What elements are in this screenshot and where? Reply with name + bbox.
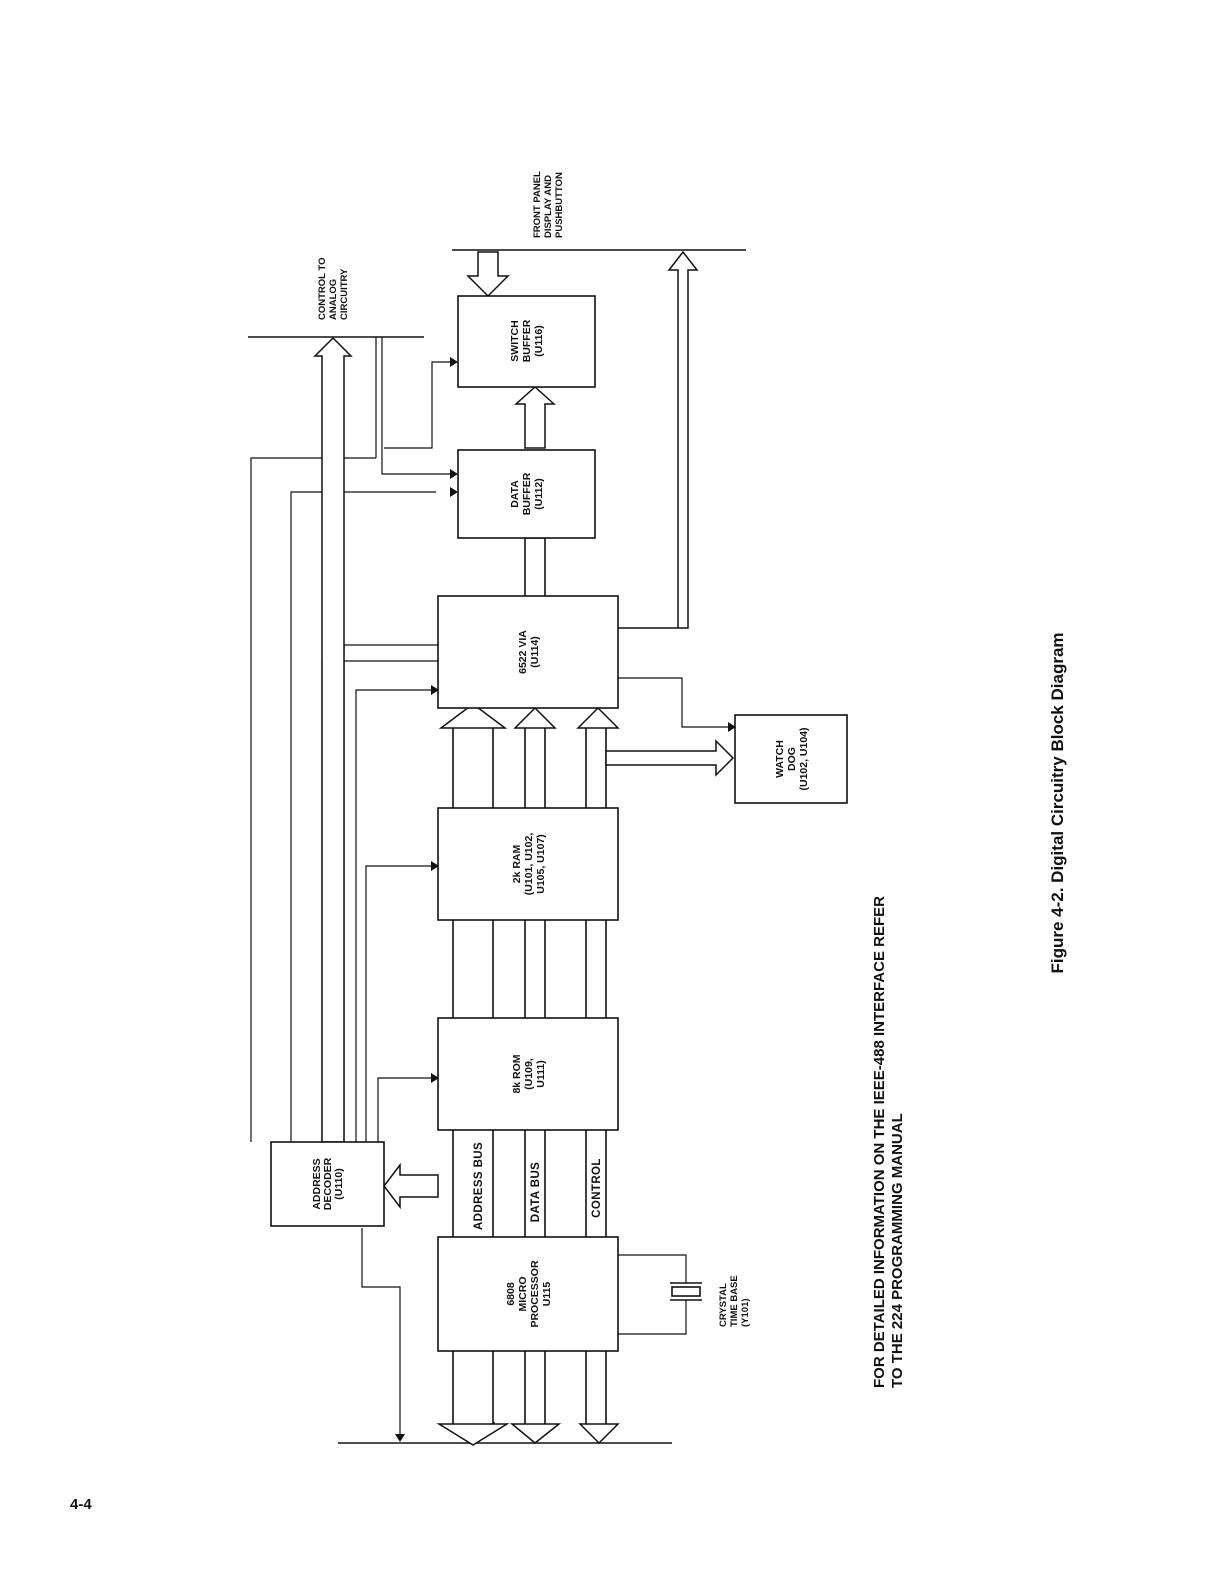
analog-label-line: ANALOG — [328, 279, 339, 320]
control-bus-down-arrow — [578, 1423, 620, 1445]
analog-label: CONTROL TOANALOGCIRCUITRY — [317, 258, 350, 320]
via-label-line: (U114) — [529, 636, 541, 668]
front-panel-label: FRONT PANELDISPLAY ANDPUSHBUTTON — [532, 171, 565, 238]
block-ram: 2k RAM(U101, U102,U105, U107) — [437, 807, 619, 921]
switch-buffer-label-line: SWITCH — [509, 320, 521, 361]
microprocessor-label-line: U115 — [541, 1282, 553, 1307]
reference-note-line: TO THE 224 PROGRAMMING MANUAL — [889, 1113, 906, 1388]
watchdog-label-line: DOG — [786, 747, 798, 771]
address-decoder-label: ADDRESSDECODER(U110) — [311, 1157, 345, 1210]
ram-label-line: (U101, U102, — [523, 833, 535, 896]
data-bus-up-arrow — [513, 706, 557, 729]
control-bus-label: CONTROL — [591, 1158, 603, 1218]
ram-label-line: 2k RAM — [511, 844, 523, 883]
figure-caption: Figure 4-2. Digital Circuitry Block Diag… — [1048, 632, 1067, 973]
crystal-label: CRYSTALTIME BASE(Y101) — [718, 1275, 751, 1327]
crystal-label-line: TIME BASE — [729, 1275, 740, 1327]
ram-label: 2k RAM(U101, U102,U105, U107) — [511, 833, 547, 896]
address-bus-label: ADDRESS BUS — [473, 1142, 485, 1230]
address-bus-down-arrow — [436, 1422, 510, 1446]
watchdog-label: WATCHDOG(U102, U104) — [774, 727, 810, 790]
switch-buffer-arrow — [514, 385, 556, 449]
data-buffer-label-line: BUFFER — [521, 472, 533, 515]
ram-label-line: U105, U107) — [535, 834, 547, 894]
address-decoder-label-line: ADDRESS — [311, 1158, 323, 1209]
microprocessor-label-line: 6808 — [505, 1282, 517, 1306]
watchdog-label-line: WATCH — [774, 740, 786, 778]
page-number: 4-4 — [70, 1496, 92, 1513]
front-panel-input-arrow — [466, 251, 510, 298]
rails — [248, 249, 746, 1444]
block-watchdog: WATCHDOG(U102, U104) — [734, 714, 848, 804]
front-panel-output-arrow — [618, 250, 699, 629]
microprocessor-label-line: PROCESSOR — [529, 1260, 541, 1328]
rom-label-line: (U109, — [523, 1058, 535, 1090]
data-buffer-label-line: (U112) — [533, 478, 545, 510]
block-via: 6522 VIA(U114) — [437, 595, 619, 709]
address-decoder-label-line: (U110) — [333, 1168, 345, 1200]
front-panel-label-line: FRONT PANEL — [532, 171, 543, 238]
data-buffer-label-line: DATA — [509, 480, 521, 508]
bus-arrows — [313, 250, 735, 1446]
decoder-input-arrow — [383, 1162, 439, 1210]
address-decoder-label-line: DECODER — [322, 1157, 334, 1210]
via-label-line: 6522 VIA — [517, 630, 529, 674]
analog-output-arrow — [313, 336, 353, 1143]
data-bus-down-arrow — [509, 1423, 562, 1444]
switch-buffer-label-line: BUFFER — [521, 319, 533, 362]
block-switch-buffer: SWITCHBUFFER(U116) — [457, 295, 596, 388]
crystal-symbol — [670, 1282, 702, 1301]
rom-label-line: U111) — [535, 1060, 547, 1087]
front-panel-label-line: PUSHBUTTON — [554, 172, 565, 238]
block-address-decoder: ADDRESSDECODER(U110) — [270, 1141, 385, 1227]
switch-buffer-label: SWITCHBUFFER(U116) — [509, 319, 545, 362]
rom-label-line: 8k ROM — [511, 1054, 523, 1093]
microprocessor-label-line: MICRO — [517, 1277, 529, 1312]
analog-label-line: CONTROL TO — [317, 258, 328, 320]
control-bus-up-arrow — [576, 706, 620, 729]
front-panel-label-line: DISPLAY AND — [543, 175, 554, 238]
via-label: 6522 VIA(U114) — [517, 630, 541, 674]
analog-label-line: CIRCUITRY — [339, 268, 350, 320]
microprocessor-label: 6808MICROPROCESSORU115 — [505, 1260, 553, 1328]
wire-arrowheads — [395, 357, 736, 1442]
block-rom: 8k ROM(U109,U111) — [437, 1017, 619, 1131]
rom-label: 8k ROM(U109,U111) — [511, 1054, 547, 1093]
address-bus-up-arrow — [438, 703, 508, 729]
watchdog-input-arrow — [605, 739, 735, 777]
crystal-label-line: CRYSTAL — [718, 1283, 729, 1327]
reference-note: FOR DETAILED INFORMATION ON THE IEEE-488… — [871, 896, 906, 1388]
watchdog-label-line: (U102, U104) — [798, 727, 810, 790]
data-bus-label: DATA BUS — [530, 1162, 542, 1222]
block-data-buffer: DATABUFFER(U112) — [457, 449, 596, 539]
crystal-label-line: (Y101) — [740, 1298, 751, 1327]
reference-note-line: FOR DETAILED INFORMATION ON THE IEEE-488… — [871, 896, 888, 1388]
switch-buffer-label-line: (U116) — [533, 325, 545, 357]
block-microprocessor: 6808MICROPROCESSORU115 — [437, 1236, 619, 1352]
data-buffer-label: DATABUFFER(U112) — [509, 472, 545, 515]
